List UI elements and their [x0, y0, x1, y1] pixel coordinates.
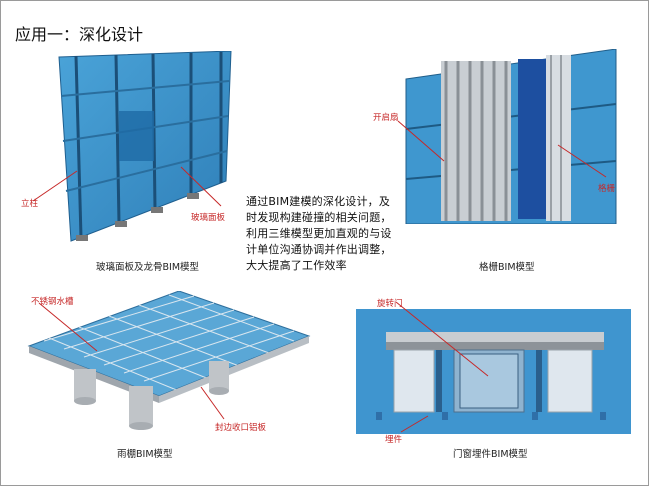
grille-caption: 格栅BIM模型 — [479, 262, 535, 273]
description-paragraph: 通过BIM建模的深化设计，及时发现构建碰撞的相关问题，利用三维模型更加直观的与设… — [246, 195, 392, 272]
mullion-label: 立柱 — [21, 199, 39, 209]
operable-window-label: 开启扇 — [373, 113, 399, 123]
canopy-caption: 雨棚BIM模型 — [117, 449, 173, 460]
glass-panel-label: 玻璃面板 — [191, 213, 226, 223]
curtain-wall-model-image — [32, 51, 232, 242]
doors-windows-caption: 门窗埋件BIM模型 — [453, 449, 528, 460]
embedded-part-label: 埋件 — [385, 435, 403, 445]
page-title: 应用一：深化设计 — [15, 25, 144, 44]
revolving-door-label: 旋转门 — [377, 299, 403, 309]
grille-label: 格栅 — [598, 184, 616, 194]
grille-model-image — [397, 49, 617, 224]
gutter-label: 不锈钢水槽 — [31, 297, 74, 307]
doors-windows-model-image — [356, 301, 631, 434]
edge-trim-label: 封边收口铝板 — [215, 423, 267, 433]
curtain-wall-caption: 玻璃面板及龙骨BIM模型 — [96, 262, 200, 273]
canopy-model-image — [27, 291, 311, 430]
